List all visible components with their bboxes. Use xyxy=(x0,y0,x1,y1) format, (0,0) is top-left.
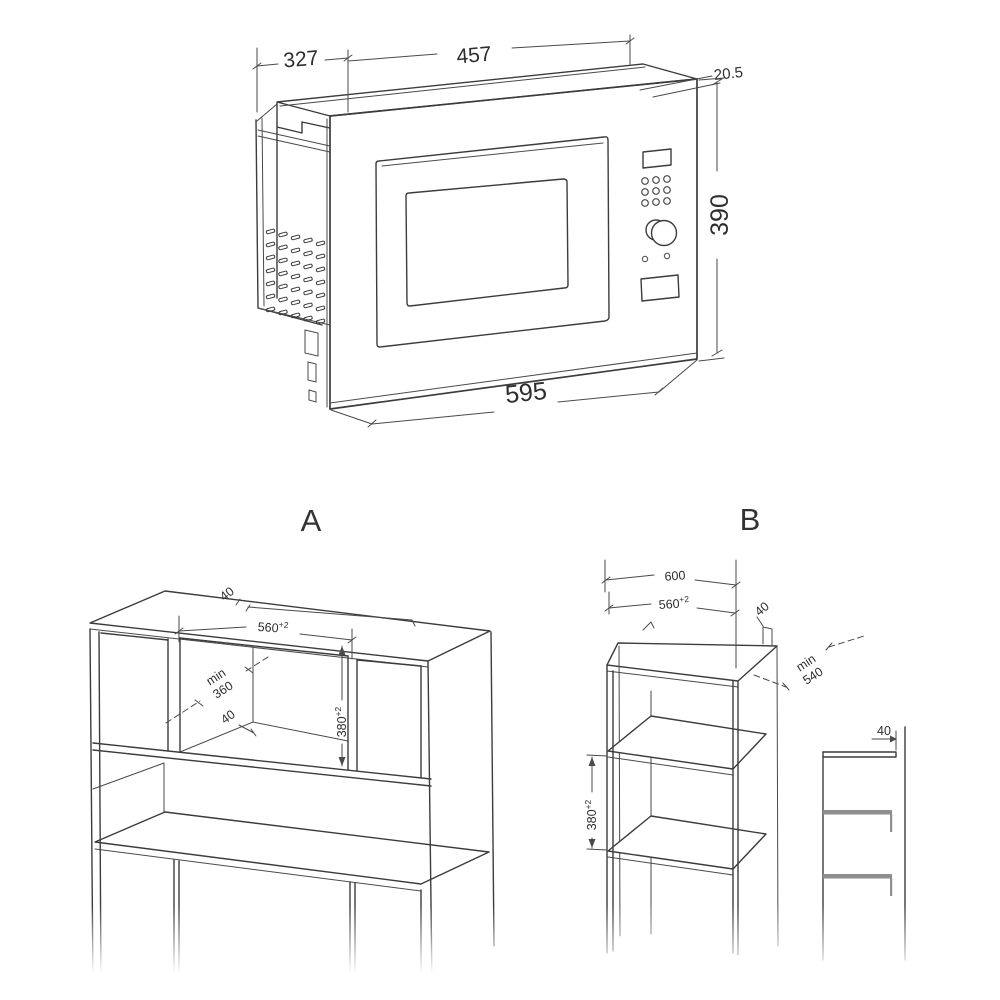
side-section-detail: 40 xyxy=(822,724,906,961)
cabinet-a-shelf xyxy=(94,811,490,885)
label-section-a: A xyxy=(301,503,322,538)
microwave-chassis-left-side xyxy=(276,102,331,299)
dim-b-niche-width: 560+2 xyxy=(658,594,690,612)
microwave-front-frame xyxy=(329,78,698,410)
dim-457: 457 xyxy=(456,43,493,69)
cabinet-b-dimensions: 600 560+2 40 min 540 380+2 xyxy=(583,559,865,851)
section-shelf xyxy=(823,874,892,879)
cabinet-b-top xyxy=(606,642,778,682)
dim-a-bottom-gap: 40 xyxy=(218,707,238,727)
microwave-dimensions: 327 457 20.5 390 595 xyxy=(252,34,744,428)
knob-icon xyxy=(650,219,678,247)
dim-a-top-gap: 40 xyxy=(217,584,237,604)
open-button-icon xyxy=(640,274,680,302)
microwave-left-flange xyxy=(255,119,323,326)
microwave-isometric-view xyxy=(255,63,698,410)
cabinet-a-top xyxy=(89,590,491,662)
mounting-bracket xyxy=(304,329,319,403)
dim-595: 595 xyxy=(504,377,548,409)
dim-20-5: 20.5 xyxy=(713,64,744,84)
cabinet-a-drawing: 40 560+2 min 360 40 380+2 xyxy=(89,584,495,986)
bottom-fade xyxy=(0,905,1000,1000)
control-panel xyxy=(640,148,680,302)
display-icon xyxy=(642,148,672,169)
cabinet-a-dimensions: 40 560+2 min 360 40 380+2 xyxy=(165,584,357,767)
indicator-dot-icon xyxy=(641,255,649,263)
microwave-door xyxy=(375,136,610,348)
cabinet-b-shelf-lower xyxy=(607,815,767,870)
button-grid-icon xyxy=(641,175,671,207)
dim-b-top-gap: 40 xyxy=(752,599,772,619)
dim-327: 327 xyxy=(282,47,319,73)
door-window xyxy=(405,178,569,307)
vent-grid-icon xyxy=(265,228,326,325)
dim-section-gap: 40 xyxy=(877,724,891,738)
indicator-dot-icon xyxy=(663,252,671,260)
dim-b-outer-width: 600 xyxy=(664,568,686,583)
cabinet-b-shelf-upper xyxy=(607,715,767,770)
dim-b-niche-height: 380+2 xyxy=(583,799,599,830)
dim-a-niche-height: 380+2 xyxy=(333,706,349,737)
cabinet-b-drawing: 600 560+2 40 min 540 380+2 xyxy=(583,559,865,956)
label-section-b: B xyxy=(740,502,761,537)
section-shelf xyxy=(823,810,892,815)
microwave-chassis-top xyxy=(276,63,698,117)
dim-a-niche-width: 560+2 xyxy=(257,618,289,636)
dim-390: 390 xyxy=(706,194,734,236)
